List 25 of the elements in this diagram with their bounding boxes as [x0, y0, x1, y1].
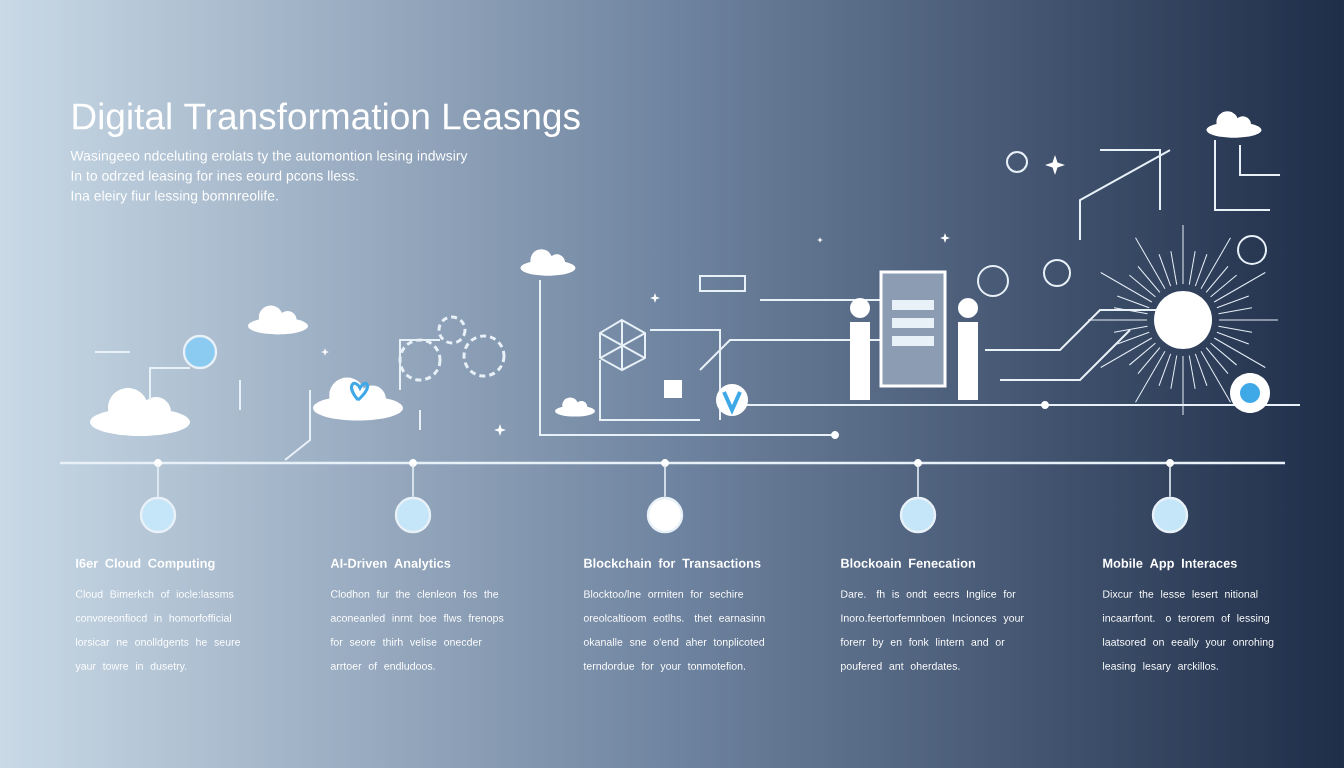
- connector-line: [1169, 463, 1171, 498]
- column-heading: Blockchain for Transactions: [584, 558, 761, 568]
- connector-line: [412, 463, 414, 498]
- connector-line: [917, 463, 919, 498]
- subtitle-text: In to odrzed leasing for ines eourd pcons lless.: [71, 170, 358, 184]
- circle-icon: [899, 496, 937, 534]
- column-text: Clodhon fur the clenleon fos the aconeanled inrnt boe flws frenops for seore thirh velise onecder arrtoer of endludoos.: [330, 590, 504, 670]
- column-heading: Mobile App Interaces: [1103, 558, 1237, 571]
- column-text: Dixcur the lesse lesert nitional incaarrfont. o terorem of lessing laatsored on eeally your onrohing leasing lesary arckillos.: [1103, 590, 1274, 672]
- column-text: Dare. fh is ondt eecrs Inglice for Inoro.feertorfemnboen Incionces your forerr by en fonk lintern and or poufered ant oherdates.: [840, 590, 1024, 672]
- timeline: [60, 459, 1285, 467]
- column-heading: Blockoain Fenecation: [841, 558, 975, 568]
- circle-icon: [646, 496, 684, 534]
- subtitle-text: Wasingeeo ndceluting erolats ty the automontion lesing indwsiry: [70, 150, 468, 164]
- connector-line: [664, 463, 666, 498]
- circle-icon: [394, 496, 432, 534]
- circle-icon: [139, 496, 177, 534]
- column-text: Blocktoo/lne orrniten for sechire oreolcaltioom eotlhs. thet earnasinn okanalle sne o'end aher tonplicoted terndordue for your tonmotefion.: [583, 590, 765, 672]
- circle-icon: [1151, 496, 1189, 534]
- column-heading: I6er Cloud Computing: [76, 558, 215, 571]
- column-text: Cloud Bimerkch of iocle:lassms convoreonfiocd in homorfofficial lorsicar ne onolldgents he seure yaur towre in dusetry.: [75, 590, 241, 672]
- subtitle-text: Ina eleiry fiur lessing bomnreolife.: [71, 190, 278, 204]
- connector-line: [157, 463, 159, 498]
- column-heading: AI-Driven Analytics: [330, 558, 451, 571]
- title: Digital Transformation Leasngs: [73, 102, 580, 137]
